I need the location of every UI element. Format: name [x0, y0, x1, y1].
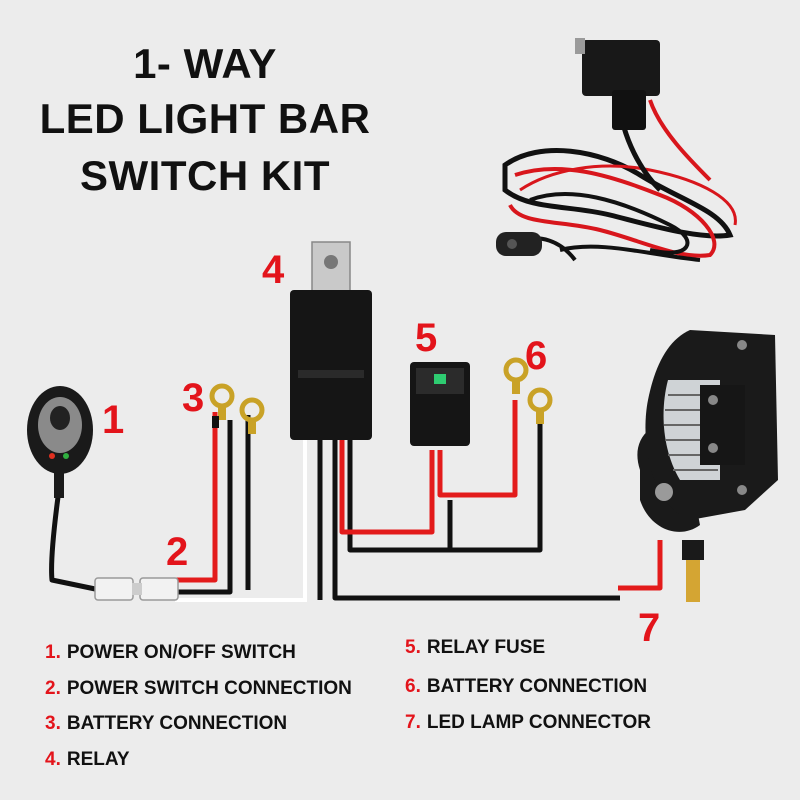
legend-text: POWER ON/OFF SWITCH [66, 642, 296, 663]
legend-item-5: 5.RELAY FUSE [405, 637, 545, 659]
battery-negative-wire-3 [175, 420, 233, 595]
callout-3: 3 [182, 376, 205, 420]
led-light-bar [637, 330, 778, 602]
harness-switch-icon [496, 232, 542, 256]
switch-cable-wire [49, 496, 101, 593]
legend-number: 5. [405, 637, 421, 658]
legend-text: BATTERY CONNECTION [66, 713, 288, 734]
relay-to-fuse-wire [339, 440, 435, 535]
battery-terminals-3 [209, 383, 265, 434]
legend-item-2: 2.POWER SWITCH CONNECTION [45, 678, 352, 700]
legend-text: POWER SWITCH CONNECTION [66, 678, 352, 699]
white-wire [175, 440, 307, 602]
power-switch [27, 386, 93, 498]
switch-connector [94, 577, 179, 601]
title-line-2: LED LIGHT BAR [39, 95, 371, 142]
fuse-to-battery-wire [437, 400, 518, 498]
lamp-positive-wire [618, 540, 663, 591]
legend-number: 3. [45, 713, 61, 734]
legend-item-7: 7.LED LAMP CONNECTOR [405, 712, 651, 734]
legend-number: 6. [405, 676, 421, 697]
legend-number: 1. [45, 642, 61, 663]
harness-relay-icon [582, 40, 660, 96]
legend-text: LED LAMP CONNECTOR [426, 712, 651, 733]
battery-negative-wire-6 [450, 420, 543, 553]
lamp-terminal-bolt [686, 560, 700, 602]
red-wires [175, 400, 663, 591]
title-line-1: 1- WAY [133, 40, 277, 87]
legend-item-1: 1.POWER ON/OFF SWITCH [45, 642, 296, 664]
legend-number: 4. [45, 749, 61, 770]
callout-7: 7 [638, 606, 661, 650]
callout-6: 6 [525, 334, 548, 378]
black-wires [49, 415, 620, 601]
legend-text: RELAY FUSE [426, 637, 546, 658]
harness-fuse-holder-icon [612, 90, 646, 130]
legend-item-3: 3.BATTERY CONNECTION [45, 713, 287, 735]
legend-text: BATTERY CONNECTION [426, 676, 648, 697]
fuse-holder [410, 362, 470, 446]
battery-positive-wire-3 [175, 412, 218, 583]
callout-4: 4 [262, 248, 285, 292]
title-line-3: SWITCH KIT [80, 152, 330, 199]
battery-terminals-6 [503, 357, 553, 424]
callout-2: 2 [166, 530, 189, 574]
legend-item-6: 6.BATTERY CONNECTION [405, 676, 647, 698]
legend-text: RELAY [66, 749, 130, 770]
relay-black-wire [347, 440, 453, 553]
relay [290, 241, 372, 440]
legend-number: 2. [45, 678, 61, 699]
relay-ground-wire [332, 440, 620, 601]
callout-5: 5 [415, 316, 438, 360]
legend-number: 7. [405, 712, 421, 733]
harness-photo [496, 38, 737, 262]
legend-item-4: 4.RELAY [45, 749, 130, 771]
callout-1: 1 [102, 398, 125, 442]
